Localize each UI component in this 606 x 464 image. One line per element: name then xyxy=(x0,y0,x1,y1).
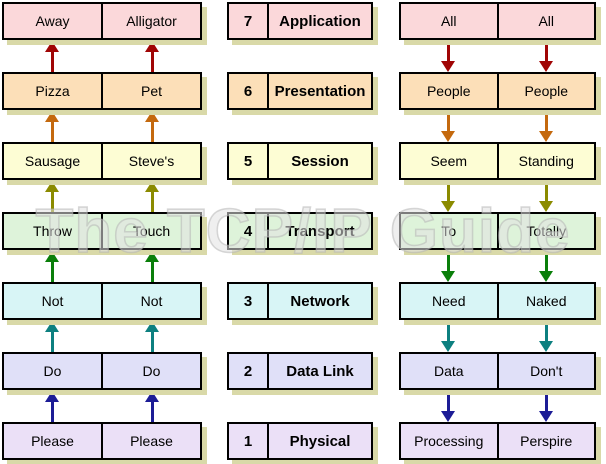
osi-layer-box-5: 5 Session xyxy=(227,142,373,180)
down-arrow-icon xyxy=(539,181,553,212)
up-arrow-icon xyxy=(145,251,159,282)
mnemonic-cell: Seem xyxy=(430,153,468,169)
mnemonic-cell: Pet xyxy=(101,74,200,108)
layer-name: Session xyxy=(291,152,349,170)
layer-number: 3 xyxy=(229,284,269,318)
mnemonic-box-right-6: People People xyxy=(399,72,596,110)
mnemonic-cell: Need xyxy=(432,293,466,309)
mnemonic-box-left-6: Pizza Pet xyxy=(2,72,202,110)
mnemonic-cell: Data xyxy=(433,363,464,379)
mnemonic-box-right-1: Processing Perspire xyxy=(399,422,596,460)
mnemonic-cell: All xyxy=(496,4,595,38)
mnemonic-box-left-4: Throw Touch xyxy=(2,212,202,250)
down-arrow-icon xyxy=(441,251,455,282)
mnemonic-cell: Throw xyxy=(33,223,72,239)
up-arrow-icon xyxy=(145,391,159,422)
up-arrow-icon xyxy=(45,111,59,142)
mnemonic-cell: Not xyxy=(41,293,64,309)
mnemonic-cell: Touch xyxy=(101,214,200,248)
mnemonic-cell: People xyxy=(426,83,471,99)
layer-name: Physical xyxy=(289,432,351,450)
mnemonic-cell: People xyxy=(496,74,595,108)
down-arrow-icon xyxy=(539,321,553,352)
down-arrow-icon xyxy=(441,181,455,212)
mnemonic-cell: Standing xyxy=(496,144,595,178)
mnemonic-box-left-1: Please Please xyxy=(2,422,202,460)
mnemonic-box-right-3: Need Naked xyxy=(399,282,596,320)
up-arrow-icon xyxy=(45,321,59,352)
mnemonic-box-right-4: To Totally xyxy=(399,212,596,250)
mnemonic-cell: Pizza xyxy=(35,83,70,99)
mnemonic-cell: Do xyxy=(43,363,62,379)
up-arrow-icon xyxy=(145,111,159,142)
mnemonic-box-left-7: Away Alligator xyxy=(2,2,202,40)
osi-layer-box-4: 4 Transport xyxy=(227,212,373,250)
mnemonic-cell: Not xyxy=(101,284,200,318)
layer-number: 2 xyxy=(229,354,269,388)
mnemonic-cell: Do xyxy=(101,354,200,388)
layer-name: Data Link xyxy=(286,362,354,380)
down-arrow-icon xyxy=(441,321,455,352)
osi-layer-box-2: 2 Data Link xyxy=(227,352,373,390)
mnemonic-box-left-5: Sausage Steve's xyxy=(2,142,202,180)
down-arrow-icon xyxy=(539,251,553,282)
down-arrow-icon xyxy=(539,111,553,142)
layer-name: Application xyxy=(279,12,361,30)
layer-name: Transport xyxy=(285,222,355,240)
mnemonic-cell: Processing xyxy=(414,433,484,449)
layer-number: 6 xyxy=(229,74,269,108)
layer-number: 4 xyxy=(229,214,269,248)
mnemonic-cell: Away xyxy=(35,13,70,29)
up-arrow-icon xyxy=(45,251,59,282)
down-arrow-icon xyxy=(539,391,553,422)
layer-name: Network xyxy=(290,292,350,310)
mnemonic-cell: Don't xyxy=(496,354,595,388)
mnemonic-cell: Totally xyxy=(496,214,595,248)
osi-layer-box-6: 6 Presentation xyxy=(227,72,373,110)
mnemonic-cell: Alligator xyxy=(101,4,200,38)
mnemonic-cell: Please xyxy=(31,433,74,449)
up-arrow-icon xyxy=(45,391,59,422)
layer-number: 5 xyxy=(229,144,269,178)
mnemonic-box-right-7: All All xyxy=(399,2,596,40)
layer-number: 1 xyxy=(229,424,269,458)
mnemonic-box-left-3: Not Not xyxy=(2,282,202,320)
up-arrow-icon xyxy=(145,41,159,72)
mnemonic-box-right-5: Seem Standing xyxy=(399,142,596,180)
up-arrow-icon xyxy=(145,321,159,352)
down-arrow-icon xyxy=(441,41,455,72)
mnemonic-box-left-2: Do Do xyxy=(2,352,202,390)
mnemonic-cell: Perspire xyxy=(496,424,595,458)
osi-layer-box-7: 7 Application xyxy=(227,2,373,40)
layer-number: 7 xyxy=(229,4,269,38)
mnemonic-cell: Sausage xyxy=(24,153,81,169)
mnemonic-box-right-2: Data Don't xyxy=(399,352,596,390)
down-arrow-icon xyxy=(441,391,455,422)
mnemonic-cell: Steve's xyxy=(101,144,200,178)
layer-name: Presentation xyxy=(274,82,366,100)
up-arrow-icon xyxy=(45,181,59,212)
mnemonic-cell: Please xyxy=(101,424,200,458)
mnemonic-cell: Naked xyxy=(496,284,595,318)
up-arrow-icon xyxy=(145,181,159,212)
osi-layer-box-1: 1 Physical xyxy=(227,422,373,460)
down-arrow-icon xyxy=(441,111,455,142)
up-arrow-icon xyxy=(45,41,59,72)
down-arrow-icon xyxy=(539,41,553,72)
mnemonic-cell: All xyxy=(440,13,457,29)
mnemonic-cell: To xyxy=(441,223,457,239)
osi-layer-box-3: 3 Network xyxy=(227,282,373,320)
